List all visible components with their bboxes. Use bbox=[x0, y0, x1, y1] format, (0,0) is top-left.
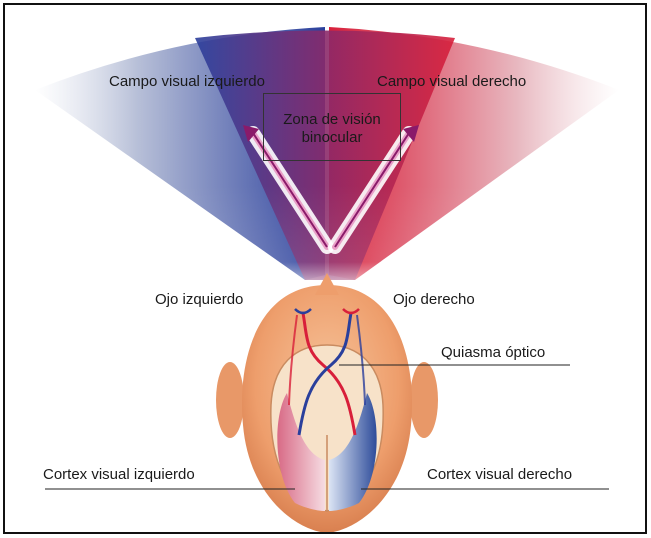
binocular-zone-line1: Zona de visión bbox=[263, 111, 401, 129]
left-ear bbox=[216, 362, 244, 438]
chiasm-label: Quiasma óptico bbox=[441, 344, 545, 361]
left-eye-label: Ojo izquierdo bbox=[155, 291, 243, 308]
left-cortex-label: Cortex visual izquierdo bbox=[43, 466, 195, 483]
head bbox=[216, 273, 438, 533]
left-field-label: Campo visual izquierdo bbox=[109, 73, 265, 90]
right-field-label: Campo visual derecho bbox=[377, 73, 526, 90]
right-ear bbox=[410, 362, 438, 438]
diagram-frame: Zona de visión binocular Campo visual iz… bbox=[3, 3, 647, 534]
right-eye-label: Ojo derecho bbox=[393, 291, 475, 308]
right-cortex-label: Cortex visual derecho bbox=[427, 466, 572, 483]
binocular-zone-line2: binocular bbox=[263, 129, 401, 147]
binocular-zone-label: Zona de visión binocular bbox=[263, 111, 401, 147]
visual-field-diagram bbox=[5, 5, 647, 534]
